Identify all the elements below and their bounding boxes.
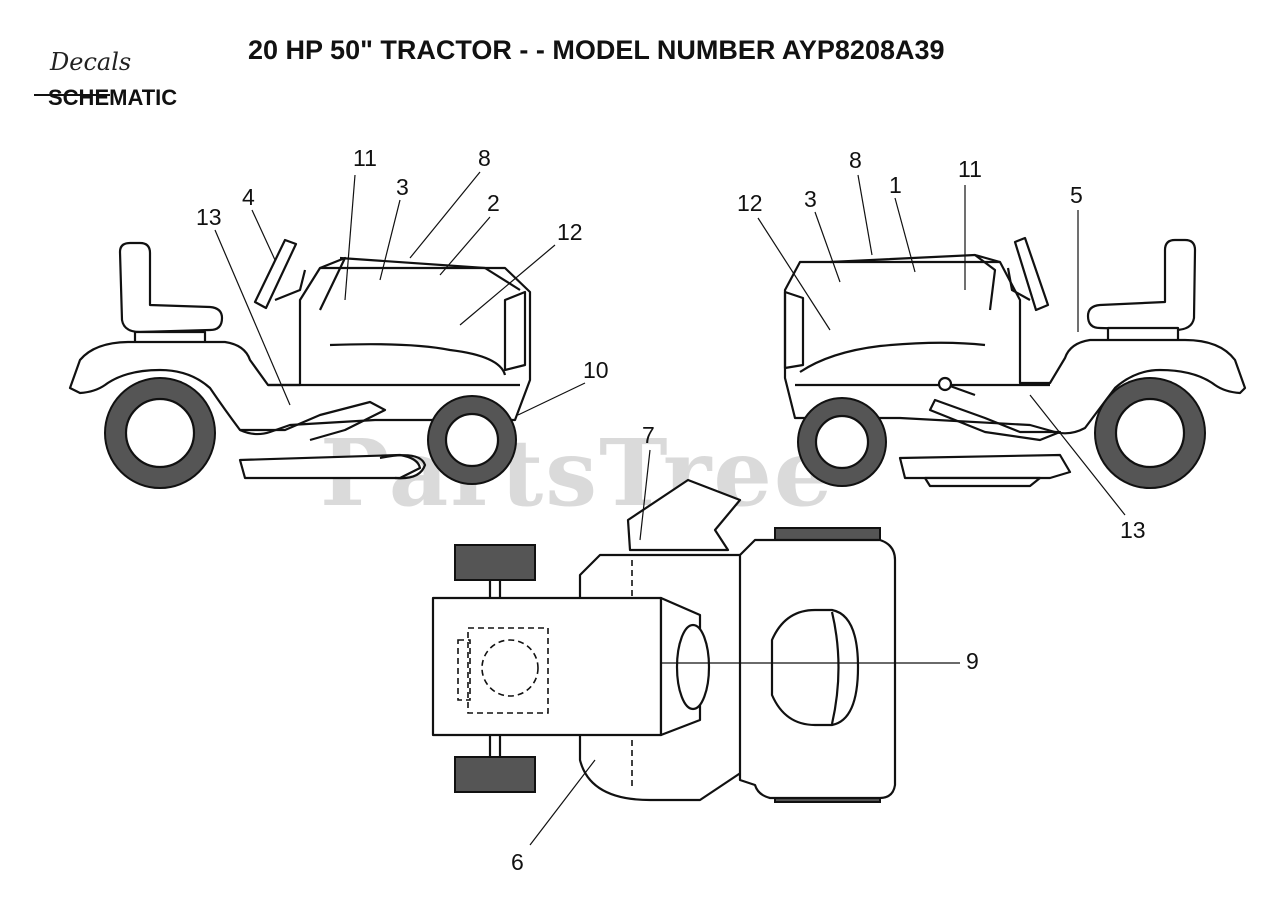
schematic-label: SCHEMATIC	[48, 85, 177, 110]
left-mower-deck	[238, 453, 422, 480]
left-deck-chute	[379, 454, 427, 480]
leader-13-right	[1029, 394, 1126, 516]
callout-3-left: 3	[396, 174, 409, 200]
leader-8-right	[857, 174, 873, 256]
callout-9-top: 9	[966, 648, 979, 674]
callout-7-top: 7	[642, 422, 655, 448]
right-side-view: 8 11 12 3 1 5 13	[737, 147, 1247, 543]
callout-10-left: 10	[583, 357, 609, 383]
leader-3-left	[379, 199, 401, 281]
leader-6-top	[529, 759, 596, 846]
right-footrest	[928, 398, 1062, 442]
right-lift-lever	[949, 384, 976, 397]
top-front-tire-upper	[454, 544, 536, 581]
left-steering-wheel	[253, 238, 298, 310]
right-seat	[1086, 238, 1197, 332]
left-side-view: 11 8 3 2 12 4 13 10	[68, 145, 609, 489]
right-deck-chute	[923, 476, 1042, 488]
callout-6-top: 6	[511, 849, 524, 875]
top-view: 7 9 6	[431, 422, 979, 875]
leader-4-left	[251, 209, 276, 261]
callout-13-right: 13	[1120, 517, 1146, 543]
top-seat	[770, 608, 860, 727]
right-hood-grille	[783, 290, 805, 370]
leader-13-left	[214, 229, 291, 406]
right-steering-wheel	[1013, 236, 1050, 312]
left-hood-top	[339, 256, 521, 291]
handwritten-note: Decals	[49, 48, 131, 76]
left-steering-column	[274, 269, 307, 302]
right-hood-side	[799, 341, 986, 373]
left-footrest	[240, 400, 387, 442]
callout-13-left: 13	[196, 204, 222, 230]
right-hood-panel	[974, 254, 997, 311]
leader-12-left	[459, 244, 556, 326]
leader-11-left	[344, 174, 356, 301]
right-steering-column	[1006, 267, 1031, 301]
callout-8-right: 8	[849, 147, 862, 173]
top-seat-back	[830, 611, 840, 725]
left-seat	[118, 241, 224, 334]
top-steering-wheel	[675, 623, 711, 711]
right-mower-deck	[898, 453, 1072, 480]
leader-2-left	[439, 216, 491, 276]
right-lift-knob	[937, 376, 953, 392]
left-rear-rim	[124, 397, 196, 469]
right-rear-fender	[783, 260, 1247, 435]
top-hood	[431, 596, 663, 737]
leader-7-top	[639, 449, 651, 541]
left-hood-grille	[503, 290, 527, 372]
top-engine-dashed-circle	[481, 639, 539, 697]
top-engine-dashed-side	[457, 639, 471, 701]
right-front-rim	[814, 414, 870, 470]
callout-5-right: 5	[1070, 182, 1083, 208]
leader-10-left	[517, 382, 586, 416]
top-rear-tire-upper	[774, 527, 881, 541]
right-rear-rim	[1114, 397, 1186, 469]
callout-2-left: 2	[487, 190, 500, 216]
top-discharge-chute	[626, 478, 742, 552]
callout-12-right: 12	[737, 190, 763, 216]
callout-1-right: 1	[889, 172, 902, 198]
callout-11-right: 11	[958, 156, 982, 182]
leader-1-right	[894, 197, 916, 273]
left-front-rim	[444, 412, 500, 468]
callout-11-left: 11	[353, 145, 377, 171]
leader-3-right	[814, 211, 841, 283]
callout-4-left: 4	[242, 184, 255, 210]
leader-8-left	[409, 171, 481, 259]
top-front-tire-lower	[454, 756, 536, 793]
callout-8-left: 8	[478, 145, 491, 171]
callout-12-left: 12	[557, 219, 583, 245]
leader-12-right	[757, 217, 831, 331]
left-hood-panel	[319, 256, 347, 311]
top-engine-dashed	[467, 627, 549, 714]
callout-3-right: 3	[804, 186, 817, 212]
diagram-title: 20 HP 50" TRACTOR - - MODEL NUMBER AYP82…	[248, 35, 945, 65]
left-hood-side	[329, 343, 507, 376]
